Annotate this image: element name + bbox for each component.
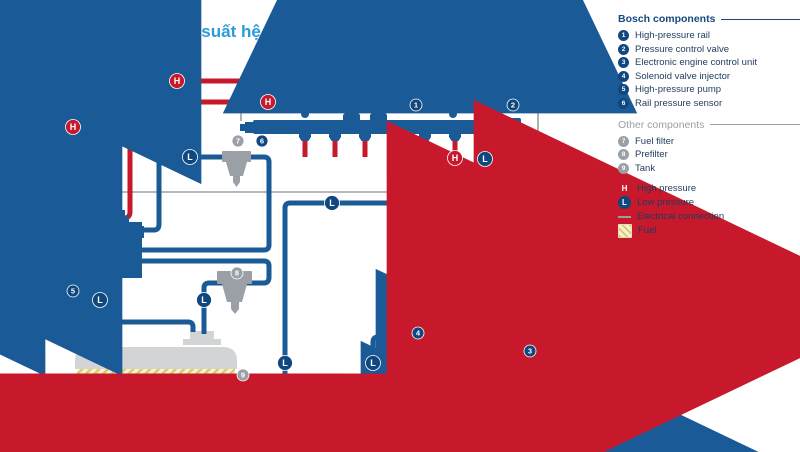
legend-symbol-fuel: Fuel [618,223,800,238]
legend-symbol-lp-label: Low pressure [637,197,695,209]
legend-item-prefilter: 8 Prefilter [618,148,800,161]
legend-bosch-header: Bosch components [618,13,800,25]
badge-L-lp: L [277,355,293,371]
svg-text:L: L [482,154,488,164]
legend-bosch-rule [721,18,800,20]
badge-H-hp: H [260,94,276,110]
legend-symbol-lp: L Low pressure [618,196,800,210]
badge-L-lp: L [92,292,108,308]
legend-item-electronic-engine-control-unit-badge: 3 [618,57,629,68]
svg-text:L: L [201,295,207,305]
legend-other-header: Other components [618,119,800,131]
legend-symbol-hp-label: High pressure [637,183,697,195]
svg-text:H: H [70,122,77,132]
legend-item-solenoid-valve-injector-label: Solenoid valve injector [635,70,731,82]
legend-item-high-pressure-pump-badge: 5 [618,84,629,95]
legend-symbol-hp-badge: H [618,182,631,196]
legend-item-rail-pressure-sensor-label: Rail pressure sensor [635,97,723,109]
svg-text:L: L [97,295,103,305]
svg-text:L: L [370,358,376,368]
pump-inlet-nub [128,226,144,238]
badge-L-lp: L [365,355,381,371]
legend-item-tank-label: Tank [635,162,656,174]
legend-other-rule [710,124,800,125]
svg-text:2: 2 [511,101,515,110]
badge-1-num: 1 [409,98,423,112]
legend-item-pressure-control-valve-badge: 2 [618,43,629,55]
badge-3-num: 3 [523,344,537,358]
legend-other-items: 7 Fuel filter 8 Prefilter 9 Tank [618,135,800,175]
legend-item-high-pressure-rail-label: High-pressure rail [635,30,710,41]
tank-filler-flange [183,339,221,345]
badge-H-hp: H [447,150,463,166]
svg-text:9: 9 [241,371,245,380]
badge-4-num: 4 [411,326,425,340]
legend-bosch-header-label: Bosch components [618,13,716,25]
rail-pressure-sensor [245,122,254,133]
badge-H-hp: H [65,119,81,135]
legend-symbol-fuel-label: Fuel [638,225,657,237]
legend-other-header-label: Other components [618,118,705,131]
legend-item-electronic-engine-control-unit: 3 Electronic engine control unit [618,56,800,69]
legend-item-high-pressure-pump-label: High-pressure pump [635,84,722,95]
legend-item-fuel-filter-label: Fuel filter [635,135,675,147]
svg-text:3: 3 [528,347,532,356]
svg-text:4: 4 [416,329,421,338]
badge-L-lp: L [477,151,493,167]
pipe-pump-to-fuelfilter-to-pump [141,154,272,253]
legend-item-tank-badge: 9 [618,162,629,174]
badge-6-num: 6 [255,134,269,148]
svg-text:L: L [187,152,193,162]
badge-5-num: 5 [66,284,80,298]
legend-item-solenoid-valve-injector-badge: 4 [618,70,629,82]
badge-8-numgray: 8 [230,266,244,280]
legend-bosch-items: 1 High-pressure rail 2 Pressure control val… [618,29,800,110]
legend-item-pressure-control-valve: 2 Pressure control valve [618,43,800,56]
svg-text:8: 8 [235,269,239,278]
legend-symbol-lp-badge: L [618,196,631,210]
legend-item-tank: 9 Tank [618,162,800,175]
svg-text:H: H [452,153,459,163]
legend-item-high-pressure-pump: 5 High-pressure pump [618,83,800,96]
svg-text:1: 1 [414,101,418,110]
svg-text:7: 7 [236,137,240,146]
legend-symbol-elec-badge [618,215,631,218]
badge-H-hp: H [169,73,185,89]
legend-item-fuel-filter-badge: 7 [618,135,629,147]
badge-2-num: 2 [506,98,520,112]
fuel-filter [222,151,251,187]
svg-text:L: L [329,198,335,208]
svg-text:5: 5 [71,287,75,296]
legend-item-prefilter-badge: 8 [618,149,629,160]
svg-text:H: H [265,97,272,107]
legend-symbol-hp: H High pressure [618,182,800,196]
badge-7-numgray: 7 [231,134,245,148]
badge-L-lp: L [324,195,340,211]
badge-L-lp: L [196,292,212,308]
legend-item-rail-pressure-sensor: 6 Rail pressure sensor [618,97,800,110]
legend-item-high-pressure-rail: 1 High-pressure rail [618,29,800,42]
legend-item-high-pressure-rail-badge: 1 [618,30,629,41]
tank-filler-neck [190,331,214,341]
legend-item-solenoid-valve-injector: 4 Solenoid valve injector [618,70,800,83]
legend-item-prefilter-label: Prefilter [635,149,668,160]
badge-9-numgray: 9 [236,368,250,382]
svg-text:6: 6 [260,137,264,146]
legend-item-pressure-control-valve-label: Pressure control valve [635,43,729,55]
legend-symbol-elec-label: Electrical connection [637,211,725,223]
legend-symbol-fuel-badge [618,223,632,238]
badge-layer: H H H H L L L L L L L 1 2 3 4 5 6 7 8 9 [65,73,537,382]
pipe-tank-to-prefilter-to-pump [141,258,272,334]
legend-item-fuel-filter: 7 Fuel filter [618,135,800,148]
svg-text:L: L [282,358,288,368]
svg-text:H: H [174,76,181,86]
legend-item-electronic-engine-control-unit-label: Electronic engine control unit [635,57,757,68]
badge-L-lp: L [182,149,198,165]
legend-symbol-elec: Electrical connection [618,210,800,224]
legend-item-rail-pressure-sensor-badge: 6 [618,97,629,109]
